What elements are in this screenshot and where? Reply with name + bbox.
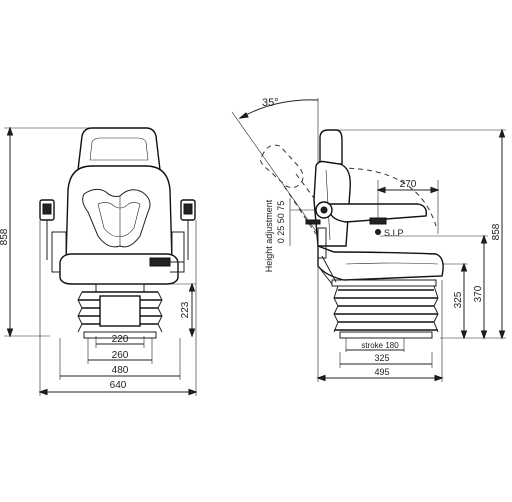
dim-495: 495 bbox=[374, 367, 389, 377]
side-view: 35° S.I.P bbox=[231, 97, 506, 382]
dim-325-vertical: 325 bbox=[453, 291, 464, 308]
front-height-dimension: 858 bbox=[0, 126, 95, 338]
sip-label: S.I.P bbox=[384, 228, 404, 238]
dim-325-horizontal: 325 bbox=[374, 353, 389, 363]
dim-480: 480 bbox=[112, 365, 129, 376]
seat-cushion-icon bbox=[59, 253, 185, 285]
front-dimensions: 223 220 260 480 640 bbox=[38, 220, 198, 396]
height-adjustment-values: 0 25 50 75 bbox=[276, 201, 286, 244]
dim-223: 223 bbox=[180, 301, 191, 318]
side-backrest bbox=[313, 129, 351, 247]
side-vertical-dimensions: 858 370 325 bbox=[336, 128, 506, 340]
height-adjustment-label: Height adjustment bbox=[264, 199, 274, 272]
headrest-icon bbox=[77, 127, 161, 171]
bellows-suspension-icon bbox=[77, 283, 163, 339]
side-bellows-suspension bbox=[331, 279, 439, 339]
front-view: 858 bbox=[0, 126, 198, 396]
side-horizontal-dimensions: stroke 180 325 495 bbox=[316, 260, 444, 382]
front-height-label: 858 bbox=[0, 228, 10, 245]
dim-220: 220 bbox=[112, 334, 129, 345]
dim-640: 640 bbox=[110, 380, 127, 391]
stroke-label: stroke 180 bbox=[361, 341, 399, 350]
height-adjustment-annotation: Height adjustment 0 25 50 75 bbox=[264, 198, 316, 272]
dim-260: 260 bbox=[112, 350, 129, 361]
dim-270: 270 bbox=[400, 179, 417, 190]
side-height-label: 858 bbox=[491, 223, 502, 240]
dim-270-line: 270 bbox=[376, 179, 440, 234]
armrest-icon bbox=[39, 199, 196, 273]
dim-370: 370 bbox=[473, 285, 484, 302]
backrest bbox=[65, 165, 173, 263]
angle-label: 35° bbox=[262, 97, 279, 109]
side-seat-cushion bbox=[305, 219, 444, 285]
